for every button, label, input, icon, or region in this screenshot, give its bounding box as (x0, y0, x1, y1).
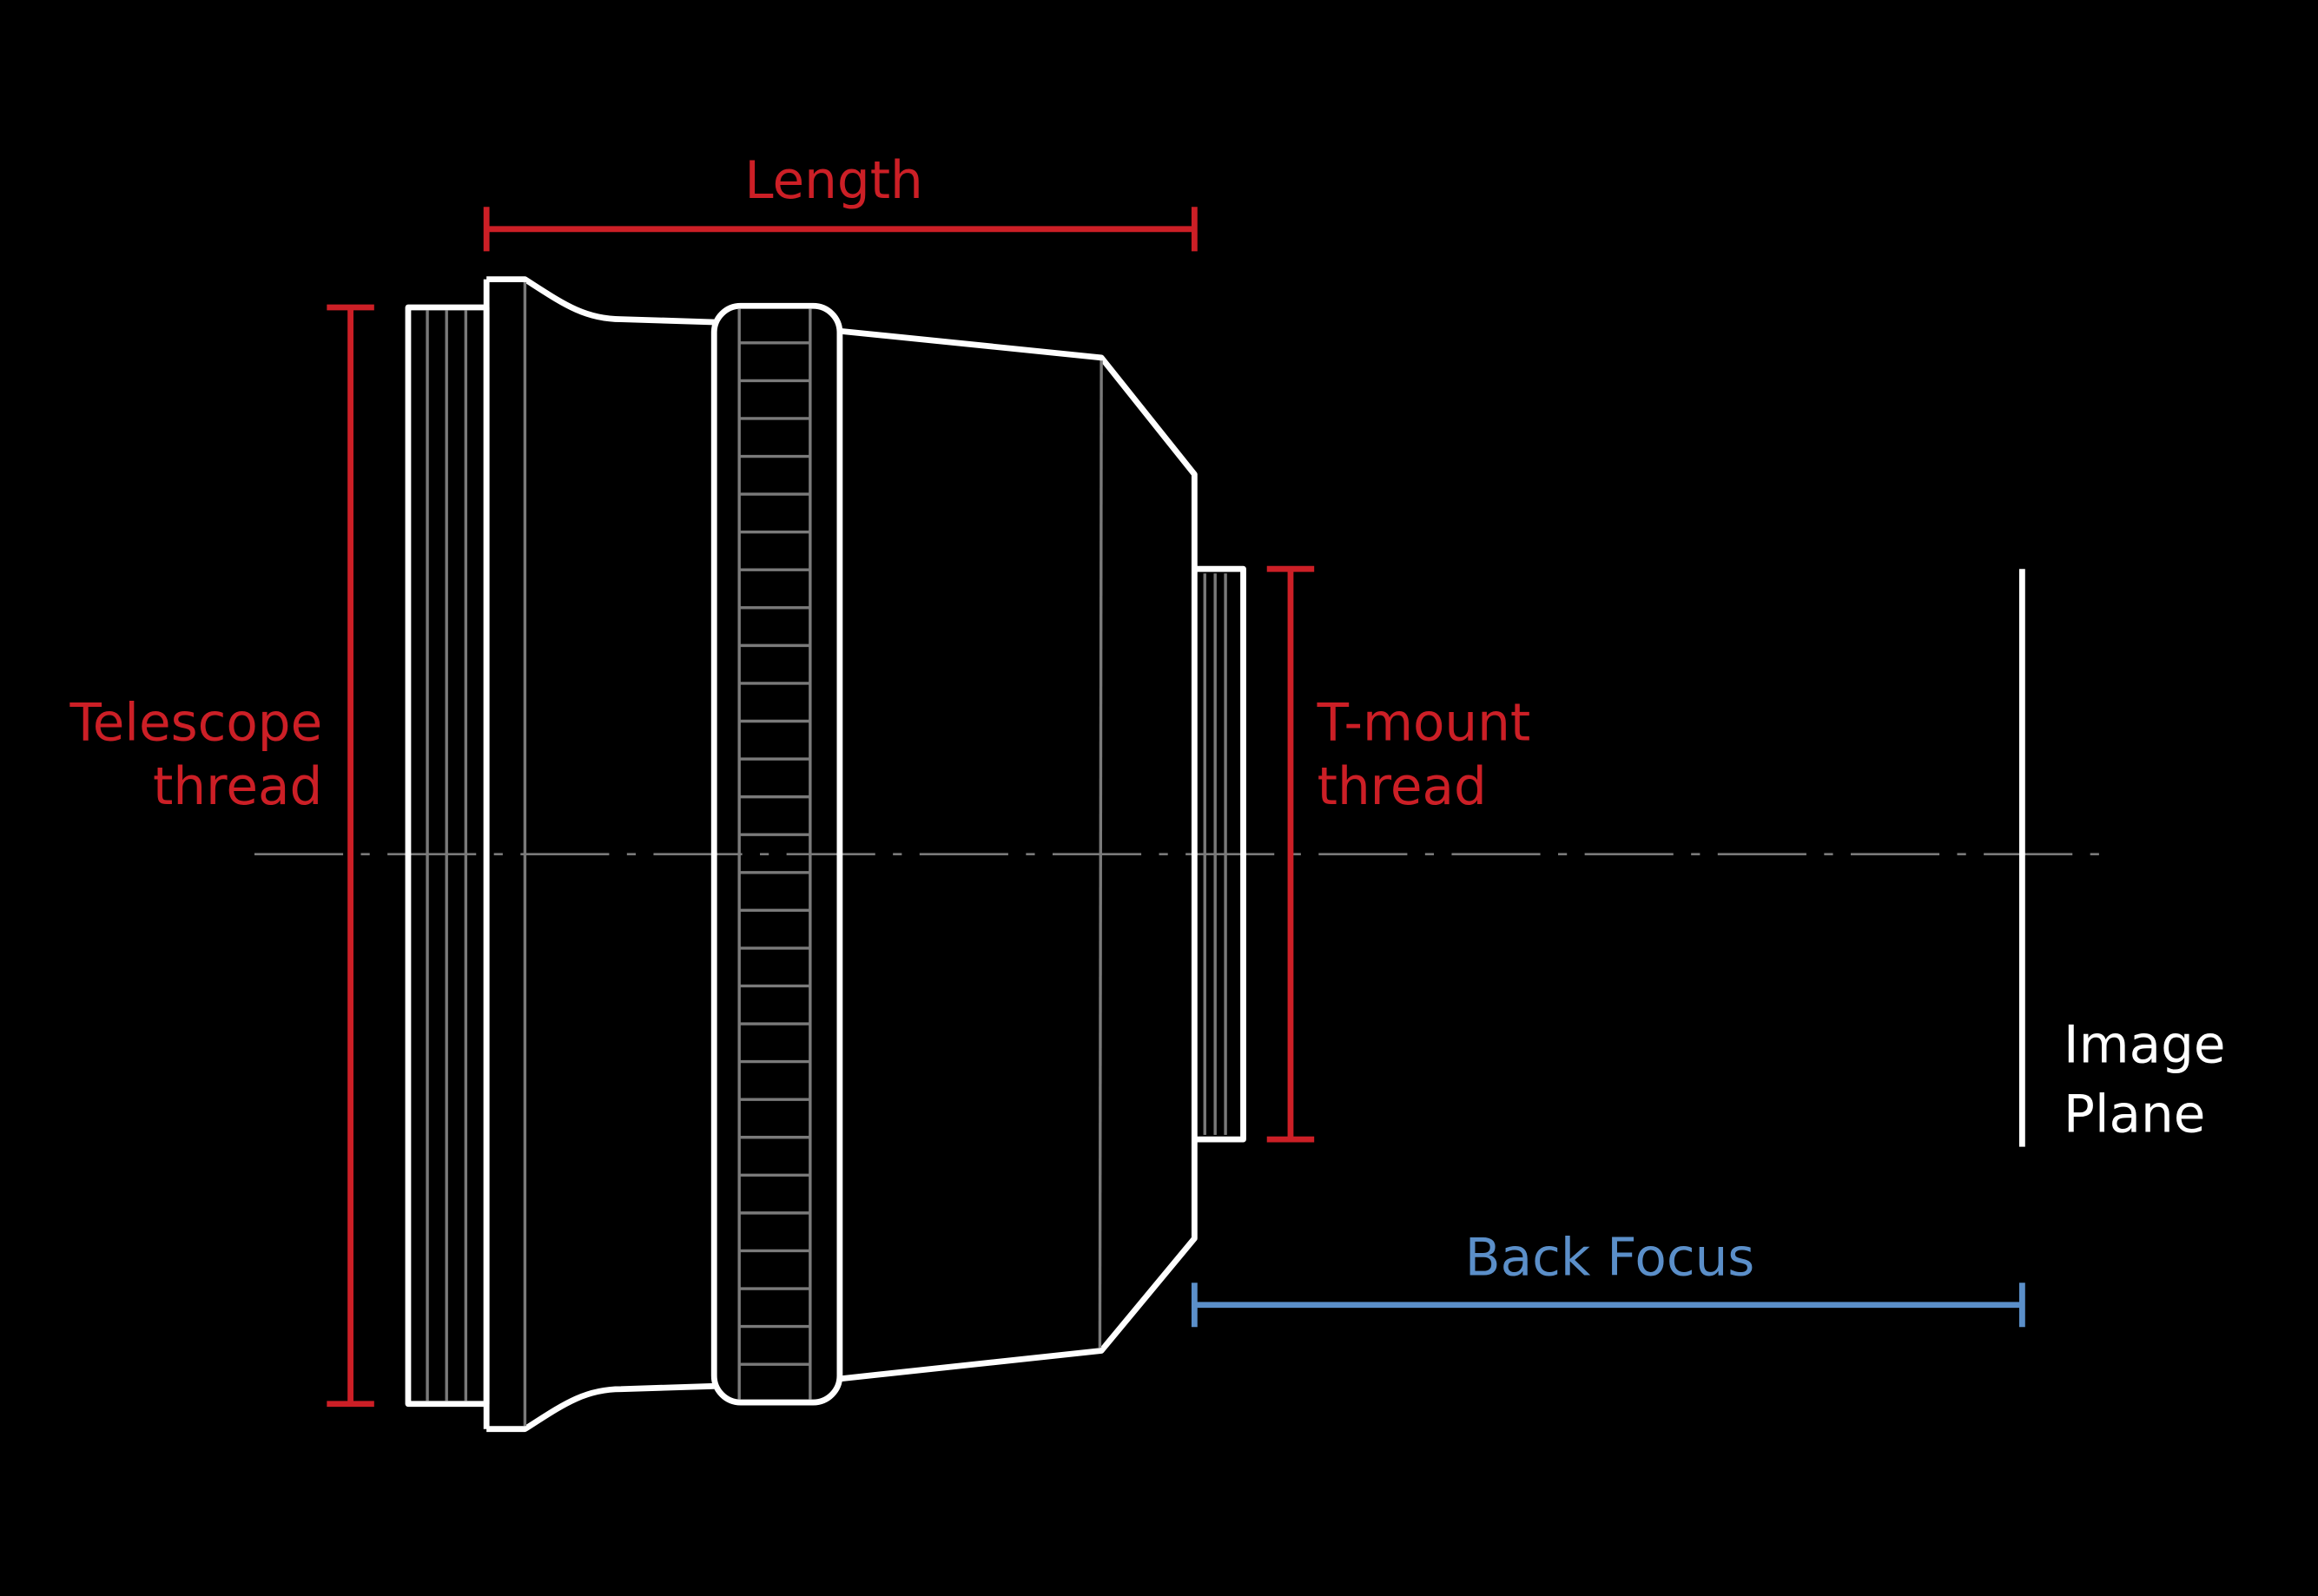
flange (483, 276, 715, 1433)
length-dimension (483, 207, 1198, 252)
telescope-thread-label-line2: thread (153, 757, 322, 817)
telescope-thread-dimension (327, 304, 374, 1408)
telescope-thread-label-line1: Telescope (69, 694, 323, 754)
focus-ring (710, 302, 843, 1406)
back-focus-label: Back Focus (1465, 1229, 1755, 1289)
lens-body (839, 327, 1198, 1382)
tmount-thread-section (1191, 565, 1246, 1143)
tmount-thread-dimension (1266, 565, 1315, 1143)
tmount-thread-label-line2: thread (1317, 757, 1487, 817)
image-plane-label-line1: Image (2064, 1016, 2226, 1076)
length-label: Length (744, 151, 922, 211)
image-plane-label-line2: Plane (2064, 1085, 2205, 1145)
back-focus-dimension (1191, 1283, 2025, 1328)
tmount-thread-label-line1: T-mount (1317, 694, 1531, 754)
